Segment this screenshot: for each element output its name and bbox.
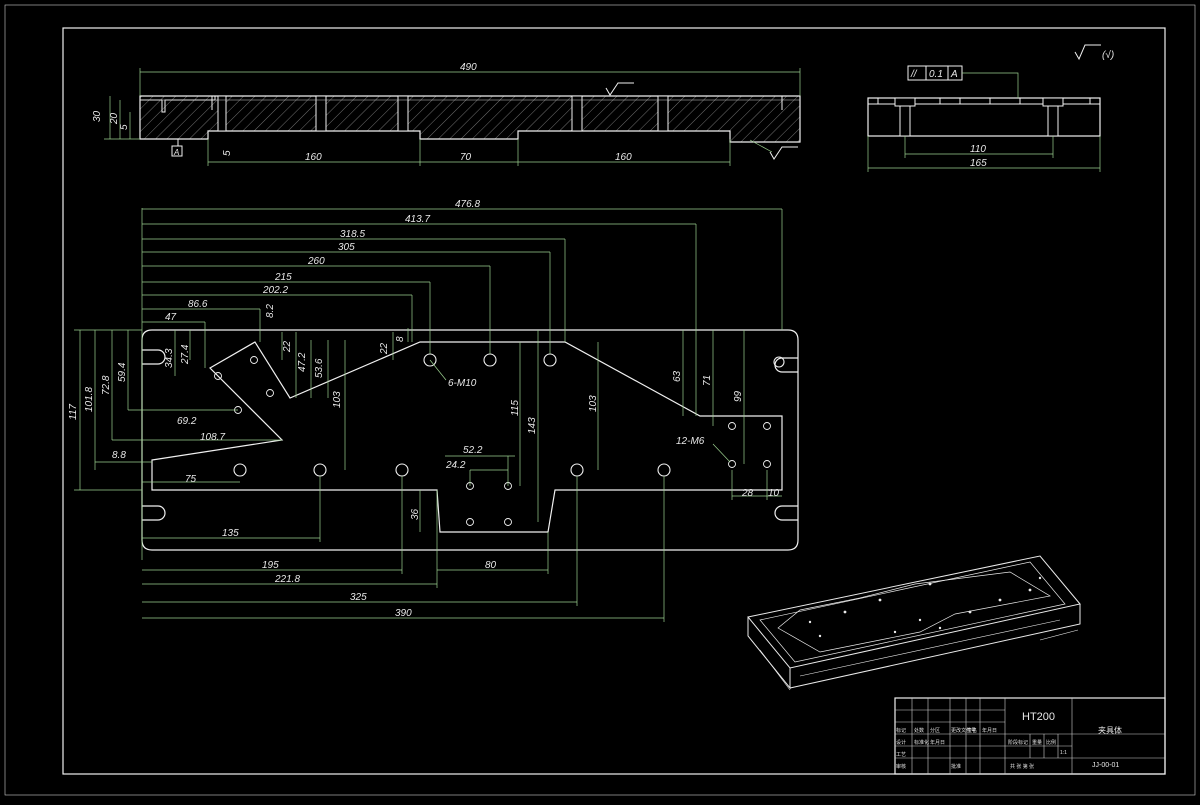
- dim-86-6: 86.6: [188, 299, 208, 310]
- tb-row3-1: 工艺: [896, 752, 906, 758]
- dim-260: 260: [307, 256, 325, 267]
- dim-75: 75: [185, 474, 197, 485]
- tb-row3-0: 审核: [896, 763, 906, 770]
- dim-115: 115: [510, 400, 521, 416]
- dim-63: 63: [672, 370, 683, 382]
- tb-row2-0: 设计: [896, 739, 906, 746]
- tolerance-symbol: //: [910, 69, 918, 80]
- dim-215: 215: [274, 272, 292, 283]
- dim-70: 70: [460, 152, 472, 163]
- drawing-number: JJ-00-01: [1092, 762, 1119, 769]
- outer-border: [4, 4, 1196, 796]
- dim-30: 30: [92, 110, 103, 122]
- dim-103-b: 103: [588, 395, 599, 412]
- part-name: 夹具体: [1098, 725, 1122, 735]
- isometric-view: [747, 555, 1081, 691]
- material-label: HT200: [1022, 711, 1055, 723]
- dim-47: 47: [165, 312, 177, 323]
- tb-row3-2: 批准: [951, 763, 961, 770]
- note-12-m6: 12-M6: [676, 436, 705, 447]
- plate-outline: [141, 329, 799, 551]
- dim-5-left: 5: [119, 124, 130, 130]
- dim-165: 165: [970, 158, 987, 169]
- dim-28: 28: [741, 488, 754, 499]
- side-view: // 0.1 A 110 165: [867, 65, 1101, 172]
- dim-47-2: 47.2: [297, 352, 308, 372]
- dim-71: 71: [702, 375, 713, 386]
- tb-row1-0: 标记: [896, 727, 906, 734]
- dim-53-6: 53.6: [314, 358, 325, 378]
- dim-305: 305: [338, 242, 355, 253]
- sheet-count: 共 张 第 张: [1010, 763, 1034, 770]
- dim-59-4: 59.4: [117, 362, 128, 382]
- note-6-m10: 6-M10: [448, 378, 477, 389]
- dim-490: 490: [460, 62, 477, 73]
- tb-row2-4: 重量: [1032, 739, 1042, 746]
- inner-border: [62, 27, 1166, 775]
- dim-221-8: 221.8: [274, 574, 300, 585]
- dim-117: 117: [68, 404, 79, 420]
- dim-390: 390: [395, 608, 412, 619]
- dim-69-2: 69.2: [177, 416, 197, 427]
- dim-160-a: 160: [305, 152, 322, 163]
- dim-325: 325: [350, 592, 367, 603]
- title-block: HT200 夹具体 JJ-00-01 1:1 共 张 第 张 标记 处数 分区 …: [894, 697, 1166, 775]
- dim-72-8: 72.8: [101, 375, 112, 395]
- roughness-note-text: (√): [1102, 49, 1114, 61]
- dim-80: 80: [485, 560, 497, 571]
- tolerance-value: 0.1: [929, 69, 943, 80]
- dim-20: 20: [109, 112, 120, 125]
- dim-99: 99: [733, 390, 744, 402]
- dim-160-b: 160: [615, 152, 632, 163]
- dim-101-8: 101.8: [84, 387, 95, 412]
- dim-27-4: 27.4: [180, 344, 191, 365]
- dim-318-5: 318.5: [340, 229, 365, 240]
- tb-row1-3: 更改文件号: [951, 727, 976, 734]
- tb-row2-1: 标准化: [914, 739, 929, 746]
- dim-22-a: 22: [282, 340, 293, 353]
- inner-profile: [151, 341, 783, 533]
- datum-a: A: [173, 148, 179, 157]
- dim-143: 143: [527, 417, 538, 434]
- tb-row1-2: 分区: [930, 727, 940, 734]
- dim-5-step: 5: [222, 150, 233, 156]
- section-body: [139, 95, 801, 143]
- dim-202-2: 202.2: [262, 285, 288, 296]
- dim-24-2: 24.2: [445, 460, 466, 471]
- plan-view: 476.8 413.7 318.5 305 260 215 202.2 86.6…: [68, 199, 799, 622]
- dim-195: 195: [262, 560, 279, 571]
- tb-row2-3: 阶段标记: [1008, 739, 1028, 746]
- dim-34-3: 34.3: [164, 348, 175, 368]
- tolerance-datum: A: [950, 69, 958, 80]
- tb-row2-5: 比例: [1046, 739, 1056, 746]
- dim-8-2: 8.2: [265, 304, 276, 318]
- dim-110: 110: [970, 144, 986, 155]
- tb-row1-4: 签名: [967, 727, 977, 734]
- dim-22-b: 22: [379, 342, 390, 355]
- dim-103-a: 103: [332, 391, 343, 408]
- tb-row1-5: 年月日: [982, 727, 997, 734]
- dim-8-8: 8.8: [112, 450, 126, 461]
- dim-10: 10: [768, 488, 780, 499]
- dim-8: 8: [395, 336, 406, 342]
- tb-row2-2: 年月日: [930, 739, 945, 746]
- dim-476-8: 476.8: [455, 199, 480, 210]
- roughness-note: (√): [1074, 44, 1114, 61]
- scale-value: 1:1: [1060, 750, 1067, 756]
- dim-52-2: 52.2: [463, 445, 483, 456]
- dim-108-7: 108.7: [200, 432, 225, 443]
- section-view: 490 30 20 5 A 160 70 160 5: [92, 62, 801, 166]
- dim-413-7: 413.7: [405, 214, 430, 225]
- tb-row1-1: 处数: [914, 727, 924, 734]
- dim-36: 36: [410, 508, 421, 520]
- dim-135: 135: [222, 528, 239, 539]
